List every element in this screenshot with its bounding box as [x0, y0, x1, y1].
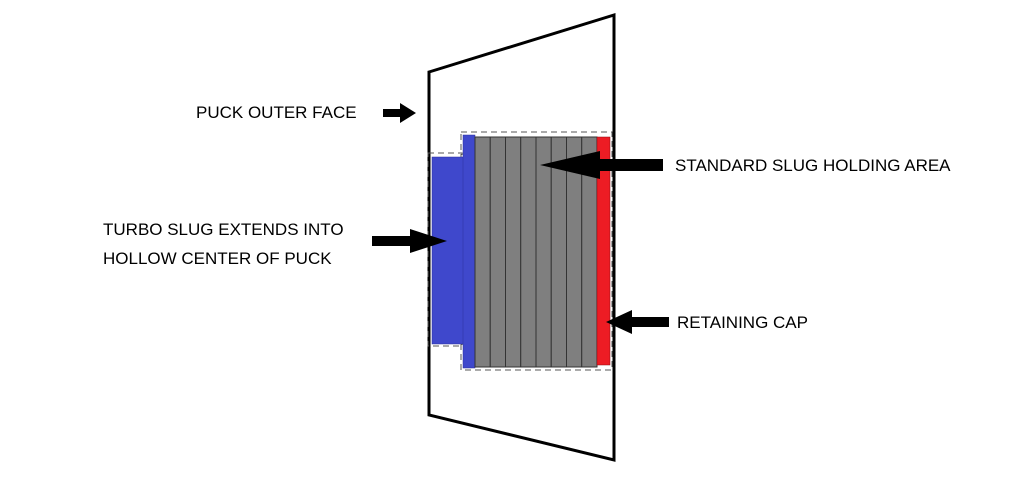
standard-slug — [550, 136, 567, 368]
retaining-cap — [596, 136, 611, 366]
puck-outline — [427, 12, 616, 462]
standard-slug — [474, 136, 491, 368]
standard-slug — [489, 136, 506, 368]
holding-area-outline — [460, 131, 613, 371]
arrow-retaining-cap — [606, 310, 669, 334]
arrow-outer-face — [383, 103, 416, 123]
label-retaining-cap: RETAINING CAP — [677, 313, 808, 332]
turbo-slug — [431, 156, 465, 345]
arrow-standard-area — [540, 151, 663, 179]
standard-slug — [520, 136, 537, 368]
standard-slug — [535, 136, 552, 368]
label-turbo-line1: TURBO SLUG EXTENDS INTO — [103, 220, 344, 239]
label-turbo-line2: HOLLOW CENTER OF PUCK — [103, 249, 332, 268]
label-outer-face: PUCK OUTER FACE — [196, 103, 357, 122]
label-standard-area: STANDARD SLUG HOLDING AREA — [675, 156, 951, 175]
turbo-slug-plate — [462, 134, 476, 369]
arrow-turbo-slug — [372, 229, 447, 253]
standard-slugs — [474, 136, 598, 368]
standard-slug — [505, 136, 522, 368]
